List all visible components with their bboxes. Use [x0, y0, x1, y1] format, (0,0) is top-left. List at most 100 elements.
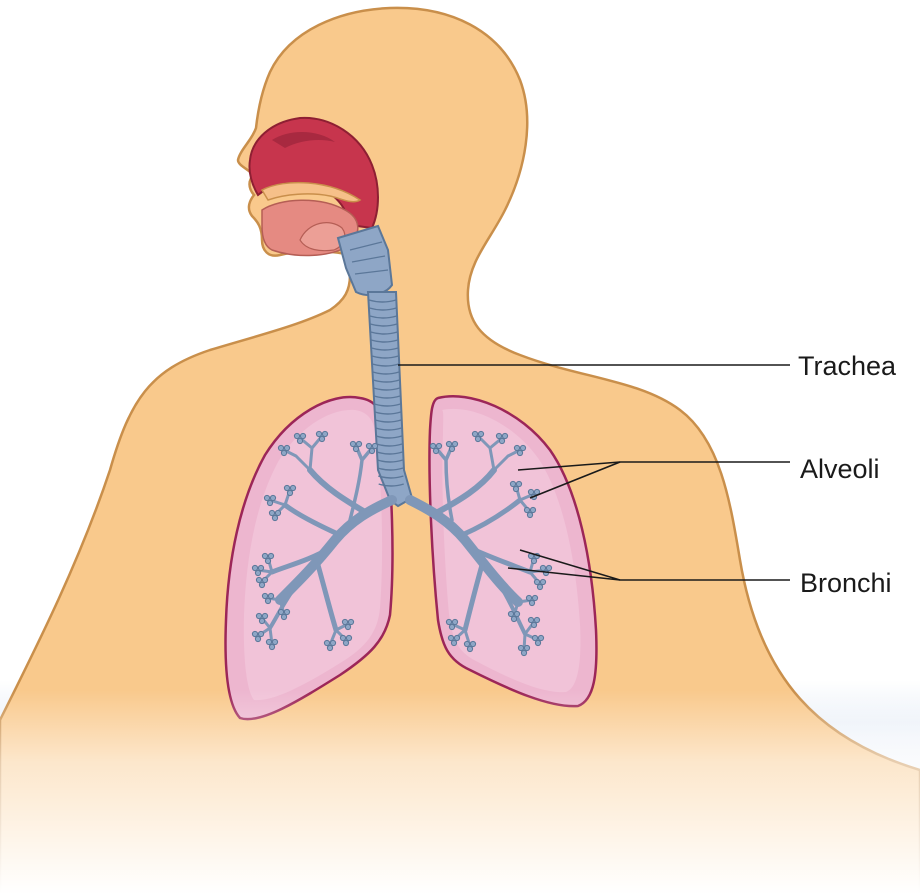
- trachea-ring: [369, 307, 397, 311]
- bronchi-label: Bronchi: [800, 568, 892, 598]
- alveolus: [445, 440, 453, 448]
- trachea-ring: [370, 323, 398, 327]
- trachea-ring: [370, 339, 398, 343]
- right-lung-inner: [442, 408, 581, 693]
- alveolus: [448, 445, 456, 453]
- trachea-ring: [375, 427, 402, 431]
- trachea-ring: [369, 315, 397, 319]
- alveolus: [289, 484, 297, 492]
- alveolus: [277, 444, 285, 452]
- alveolus: [254, 569, 262, 577]
- alveolus: [268, 643, 276, 651]
- alveolus: [533, 578, 541, 586]
- bottom-fade: [0, 690, 920, 894]
- alveolus: [513, 444, 521, 452]
- trachea-ring: [373, 387, 400, 391]
- alveolus: [349, 440, 357, 448]
- alveolus: [509, 480, 517, 488]
- alveolus: [321, 430, 329, 438]
- trachea-ring: [372, 363, 399, 367]
- trachea-ring: [373, 379, 400, 383]
- trachea-ring: [375, 419, 402, 423]
- trachea-ring: [368, 299, 397, 303]
- alveolus: [344, 623, 352, 631]
- alveolus: [355, 440, 363, 448]
- alveolus: [447, 634, 455, 642]
- alveolus: [283, 484, 291, 492]
- alveolus: [539, 578, 547, 586]
- trachea-ring: [370, 331, 398, 335]
- alveolus: [466, 645, 474, 653]
- alveolus: [365, 442, 373, 450]
- alveolus: [255, 576, 263, 584]
- alveolus: [251, 564, 259, 572]
- alveolus: [274, 509, 282, 517]
- alveolus: [341, 618, 349, 626]
- trachea-rings: [368, 299, 404, 487]
- alveolus: [495, 432, 503, 440]
- trachea-ring: [378, 475, 404, 479]
- alveolus: [371, 442, 379, 450]
- alveolus: [474, 435, 482, 443]
- alveolus: [347, 618, 355, 626]
- alveolus: [510, 615, 518, 623]
- trachea-ring: [372, 371, 400, 375]
- alveolus: [345, 634, 353, 642]
- alveolus: [435, 442, 443, 450]
- trachea-ring: [378, 483, 404, 487]
- alveolus: [450, 639, 458, 647]
- alveolus: [264, 557, 272, 565]
- alveolus: [507, 610, 515, 618]
- trachea-ring: [377, 459, 403, 463]
- alveolus: [501, 432, 509, 440]
- alveolus: [261, 552, 269, 560]
- alveolus: [261, 576, 269, 584]
- alveolus: [536, 583, 544, 591]
- alveolus: [263, 494, 271, 502]
- alveolus: [283, 444, 291, 452]
- alveolus: [329, 639, 337, 647]
- alveolus: [525, 594, 533, 602]
- alveolus: [267, 592, 275, 600]
- alveolus: [261, 592, 269, 600]
- trachea-ring: [374, 403, 401, 407]
- alveolus: [477, 430, 485, 438]
- palate: [260, 181, 362, 203]
- alveolus: [471, 430, 479, 438]
- alveolus: [531, 634, 539, 642]
- trachea-ring: [371, 347, 399, 351]
- alveolus: [469, 640, 477, 648]
- alveolus: [280, 613, 288, 621]
- alveolus: [352, 445, 360, 453]
- alveolus: [533, 616, 541, 624]
- alveolus: [519, 444, 527, 452]
- alveolus: [323, 639, 331, 647]
- alveolus: [258, 581, 266, 589]
- alveolus: [513, 610, 521, 618]
- alveolus: [429, 442, 437, 450]
- alveolus: [258, 617, 266, 625]
- alveolus: [539, 564, 547, 572]
- alveolus: [286, 489, 294, 497]
- alveolus: [537, 634, 545, 642]
- alveolus: [339, 634, 347, 642]
- alveolus: [257, 630, 265, 638]
- alveolus: [342, 639, 350, 647]
- alveolus: [271, 514, 279, 522]
- alveolus: [528, 599, 536, 607]
- alveolus: [251, 630, 259, 638]
- alveolus: [265, 638, 273, 646]
- alveolus: [299, 432, 307, 440]
- trachea-ring: [376, 451, 403, 455]
- alveolus: [277, 608, 285, 616]
- alveolus: [529, 506, 537, 514]
- alveolus: [266, 499, 274, 507]
- trachea-ring: [377, 467, 404, 471]
- alveolus: [326, 644, 334, 652]
- alveolus: [512, 485, 520, 493]
- trachea-label: Trachea: [798, 351, 897, 381]
- alveolus: [527, 488, 535, 496]
- alveolus: [267, 552, 275, 560]
